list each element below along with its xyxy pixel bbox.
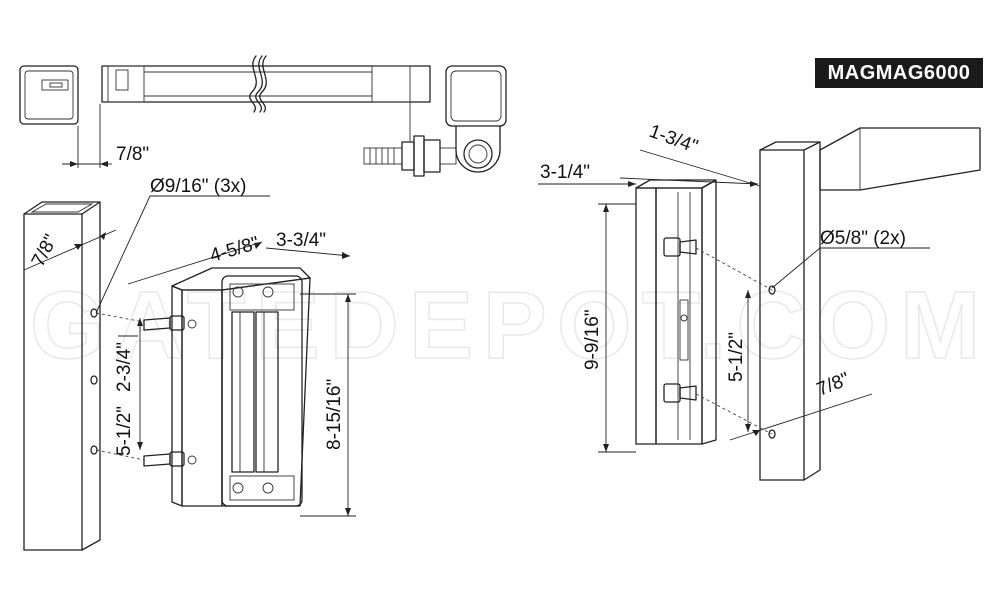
label-magnet-depth: 3-3/4" (276, 230, 326, 251)
label-magnet-height: 8-15/16" (324, 379, 345, 450)
label-plate-width: 1-3/4" (646, 121, 700, 158)
right-post-and-rail (759, 127, 981, 481)
right-hole-offset-dim (729, 393, 873, 441)
label-post-width: 7/8" (28, 231, 62, 270)
left-bolts (95, 312, 185, 467)
top-view-post-round (445, 65, 507, 173)
label-hole-dia-left: Ø9/16" (3x) (150, 176, 247, 197)
label-hole-dia-right: Ø5/8" (2x) (820, 228, 906, 249)
left-leader-hole (95, 195, 270, 314)
label-plate-hole-spacing: 5-1/2" (726, 332, 747, 382)
right-height-dim (598, 203, 636, 453)
left-height-dim (300, 293, 356, 517)
left-magnet-housing (171, 267, 311, 507)
left-post-width-dim (23, 229, 117, 271)
model-badge: MAGMAG6000 (815, 58, 983, 88)
right-hole-spacing-dim (745, 290, 751, 432)
dim-top-offset (62, 104, 112, 168)
left-magnet-top-dims (127, 241, 351, 285)
right-bolts (663, 237, 773, 435)
left-vertical-dims (118, 318, 143, 450)
label-magnet-width: 4-5/8" (208, 233, 262, 267)
right-top-dims (538, 149, 761, 187)
label-plate-depth: 3-1/4" (540, 162, 590, 183)
label-plate-height: 9-9/16" (582, 309, 603, 370)
top-view-gate-rail (101, 55, 431, 142)
label-top-offset: 7/8" (116, 144, 149, 165)
top-view-post-section (19, 65, 79, 125)
label-hole-spacing-upper: 2-3/4" (114, 342, 135, 392)
top-view-hinge-bolt (363, 135, 457, 177)
right-hole-leader (771, 247, 930, 289)
watermark-text: GATEDEPOT.COM (30, 272, 990, 379)
label-hole-spacing-total: 5-1/2" (114, 406, 135, 456)
